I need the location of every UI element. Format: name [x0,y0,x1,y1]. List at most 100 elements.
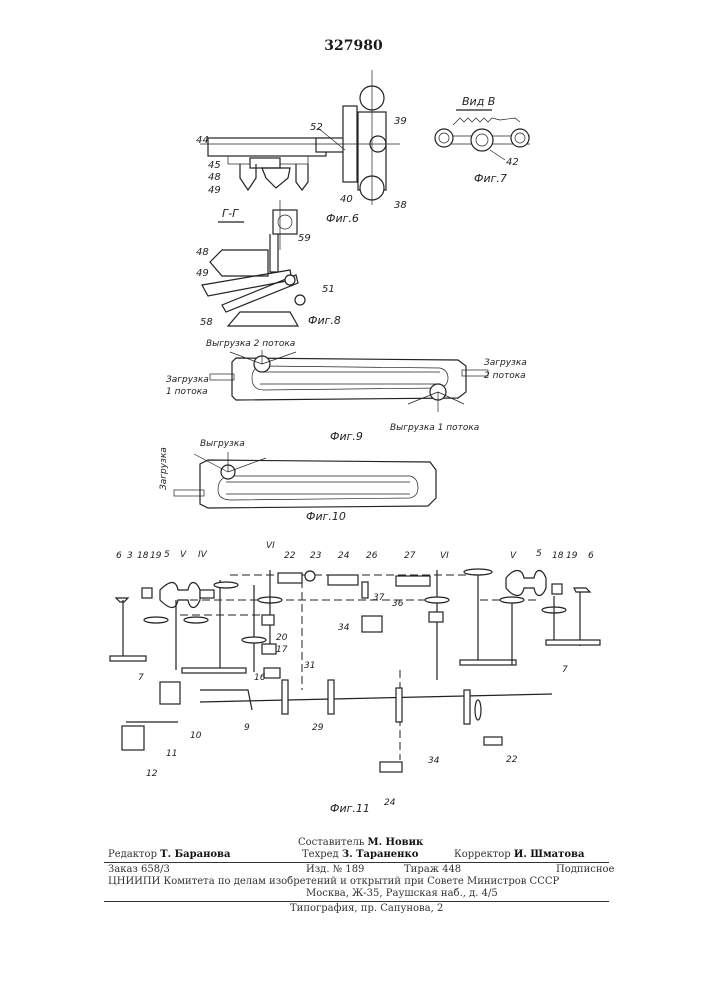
fig11-disk-26 [361,581,369,599]
fig11-gear-23 [304,570,316,582]
fig10-body [199,459,437,509]
fig8-label-59: 59 [298,233,311,244]
fig11-reducer-10 [159,681,181,705]
fig11-label-VI-right: VI [440,551,449,561]
fig7-sprocket-right [510,128,530,148]
colophon-compiler: Составитель М. Новик [298,837,423,848]
fig11-label-31: 31 [304,661,315,671]
fig11-caption: Фиг.11 [330,802,370,815]
colophon-subscription: Подписное [556,864,615,875]
fig11-label-36: 36 [392,599,404,609]
fig11-label-7-right: 7 [562,665,568,675]
fig11-label-24-lower: 24 [384,798,396,808]
fig11-lower-shaft [199,693,553,703]
fig8-caption: Фиг.8 [308,314,341,327]
fig8-tool-48 [209,249,269,277]
compiler-label: Составитель [298,837,365,848]
compiler-name: М. Новик [367,837,424,848]
fig9-unload-1: Выгрузка 1 потока [390,423,479,433]
fig7-caption: Фиг.7 [474,172,507,185]
figure-8: Г-Г 59 48 49 51 58 Фиг.8 [196,200,341,328]
colophon-corrector: Корректор И. Шматова [454,849,584,860]
fig6-tool-left [239,164,257,192]
fig9-load-1-a: Загрузка [166,375,209,385]
fig9-track [251,365,449,391]
fig6-label-49: 49 [208,185,221,196]
fig6-caption: Фиг.6 [326,212,359,225]
fig11-label-18: 18 [137,551,149,561]
fig11-cross-5-right [505,569,547,597]
fig11-label-23: 23 [310,551,322,561]
fig11-label-9: 9 [244,723,250,733]
fig8-label-49: 49 [196,268,209,279]
fig8-shaft-housing [272,209,298,235]
fig11-block-22 [277,572,303,584]
fig11-label-20: 20 [276,633,288,643]
fig11-label-6-right: 6 [588,551,594,561]
fig7-view-title: Вид В [462,95,495,108]
fig11-label-19: 19 [150,551,162,561]
figure-9: Выгрузка 2 потока Загрузка 1 потока Загр… [166,339,527,443]
fig11-label-27: 27 [404,551,416,561]
colophon-printing: Типография, пр. Сапунова, 2 [290,903,444,914]
fig7-rack [452,117,521,126]
fig11-label-V: V [180,550,187,560]
fig11-label-12: 12 [146,769,158,779]
fig9-body [231,357,467,401]
colophon-order: Заказ 658/3 [108,864,170,875]
fig11-label-V-right: V [510,551,517,561]
fig6-label-48: 48 [208,172,221,183]
figure-10: Выгрузка Загрузка Фиг.10 [159,439,437,523]
fig7-sprocket-center [470,128,494,152]
fig10-unload: Выгрузка [200,439,245,449]
fig11-label-19-right: 19 [566,551,578,561]
fig11-label-17: 17 [276,645,288,655]
fig11-label-18-right: 18 [552,551,564,561]
fig11-block-24 [327,574,359,586]
fig6-tool-center [261,167,291,189]
fig10-load: Загрузка [159,447,169,490]
fig11-block-24-lower [379,761,403,773]
figure-11: 6 3 18 19 5 V IV VI 22 23 24 26 27 VI V … [109,541,601,815]
fig6-label-39: 39 [394,116,407,127]
fig6-label-38: 38 [394,200,407,211]
fig11-label-5-right: 5 [536,549,542,559]
figure-7: Вид В 42 Фиг.7 [434,95,530,185]
fig6-label-52: 52 [310,122,323,133]
colophon-address: Москва, Ж-35, Раушская наб., д. 4/5 [306,888,498,899]
fig8-section-title: Г-Г [222,207,239,220]
fig9-load-1-b: 1 потока [166,387,208,397]
fig9-load-2-a: Загрузка [484,358,527,368]
fig11-block-27 [395,575,431,587]
fig11-cross-5-left [159,581,201,609]
fig11-label-VI: VI [266,541,275,551]
fig11-label-34-lower: 34 [428,756,440,766]
fig11-label-37: 37 [373,593,385,603]
fig7-label-42: 42 [506,157,519,168]
fig6-block [249,157,281,169]
fig8-label-58: 58 [200,317,213,328]
fig10-caption: Фиг.10 [306,510,346,523]
fig11-label-22-lower: 22 [506,755,518,765]
colophon-techred: Техред З. Тараненко [302,849,418,860]
fig10-track [217,475,419,501]
patent-number: 327980 [324,38,383,54]
fig9-unload-2: Выгрузка 2 потока [206,339,295,349]
editor-label: Редактор [108,849,157,860]
colophon-divider-bottom [104,901,609,902]
fig11-block-22-lower [483,736,503,746]
fig11-label-5: 5 [164,550,170,560]
fig9-load-2-b: 2 потока [484,371,526,381]
fig11-label-10: 10 [190,731,202,741]
fig11-motor-37 [361,615,383,633]
fig11-label-34: 34 [338,623,350,633]
fig8-label-48: 48 [196,247,209,258]
fig6-label-40: 40 [340,194,353,205]
fig11-label-6: 6 [116,551,122,561]
fig6-label-45: 45 [208,160,221,171]
editor-name: Т. Баранова [160,849,231,860]
fig6-beam [207,137,327,157]
fig11-label-22: 22 [284,551,296,561]
fig11-label-24: 24 [338,551,350,561]
